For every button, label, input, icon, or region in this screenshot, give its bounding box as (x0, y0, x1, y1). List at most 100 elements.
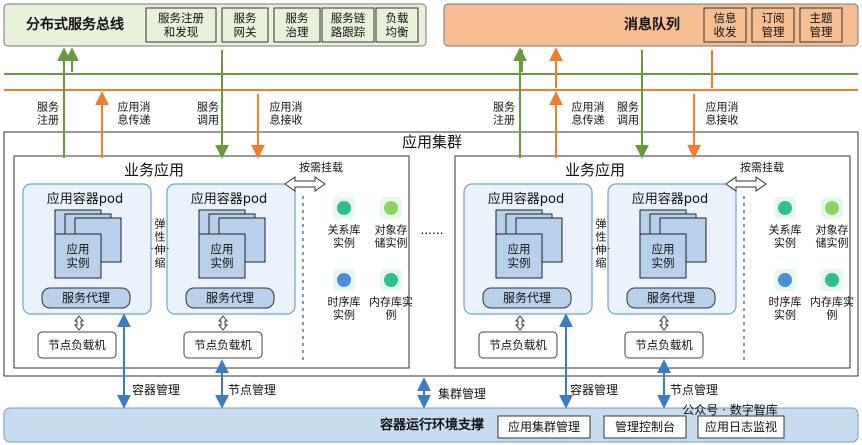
bus-item-label: 负载均衡 (386, 11, 409, 39)
management-label: 节点管理 (228, 382, 276, 397)
mq-item-label: 信息收发 (714, 11, 737, 39)
app-instance-label: 应用实例 (508, 242, 531, 270)
pod-node-arrow (658, 315, 670, 331)
management-label: 容器管理 (132, 382, 180, 397)
timeseries-db-icon (337, 273, 351, 287)
mount-double-arrow (725, 176, 767, 192)
app-instance-box (198, 233, 246, 279)
db-instance-label: 关系库实例 (769, 222, 802, 249)
business-app-title: 业务应用 (124, 161, 184, 179)
service-call-label: 服务调用 (197, 100, 219, 126)
mq-item-label: 主题管理 (810, 11, 833, 39)
node-lb-box (624, 331, 704, 359)
db-instance-label: 对象存储实例 (816, 222, 849, 249)
bus-item-box (321, 7, 375, 43)
app-container-pod-title: 应用容器pod (488, 191, 564, 207)
elastic-scaling-label: 弹性伸缩 (155, 217, 166, 270)
object-storage-icon (825, 201, 839, 215)
support-item-label: 应用日志监视 (705, 419, 777, 434)
app-instance-label: 应用实例 (211, 242, 234, 270)
node-lb-label: 节点负载机 (489, 338, 547, 352)
support-item-box (497, 415, 591, 439)
application-cluster-frame (3, 131, 859, 377)
app-message-receive-label: 应用消息接收 (706, 99, 739, 126)
mq-item-box (751, 7, 795, 43)
app-instance-label: 应用实例 (652, 242, 675, 270)
node-lb-label: 节点负载机 (194, 338, 252, 352)
container-support-title: 容器运行环境支撑 (379, 417, 484, 433)
bus-item-box (273, 7, 321, 43)
memory-db-icon (384, 273, 398, 287)
support-item-box (697, 415, 785, 439)
app-instance-box (54, 233, 102, 279)
service-proxy-label: 服务代理 (647, 290, 695, 305)
bus-item-label: 服务网关 (234, 11, 257, 39)
relational-db-icon (778, 201, 792, 215)
service-bus-title: 分布式服务总线 (26, 16, 124, 33)
on-demand-mount-label: 按需挂载 (740, 160, 784, 174)
elastic-scaling-label: 弹性伸缩 (596, 217, 607, 270)
mq-item-label: 订阅管理 (762, 11, 785, 39)
app-message-receive-label: 应用消息接收 (270, 99, 303, 126)
timeseries-db-icon (778, 273, 792, 287)
application-cluster-title: 应用集群 (402, 133, 462, 151)
app-message-send-label: 应用消息传递 (118, 99, 151, 126)
node-lb-label: 节点负载机 (635, 338, 693, 352)
mq-item-box (799, 7, 843, 43)
pod-node-arrow (514, 315, 526, 331)
scaling-dots: ...... (591, 241, 610, 252)
db-instance-label: 时序库实例 (328, 294, 361, 321)
pod-node-arrow (73, 315, 85, 331)
mount-double-arrow (284, 176, 326, 192)
cluster-dots: ...... (421, 223, 444, 237)
mq-item-box (703, 7, 747, 43)
message-queue-title: 消息队列 (624, 16, 680, 33)
bus-item-box (375, 7, 419, 43)
node-lb-box (37, 331, 117, 359)
bus-item-box (145, 7, 217, 43)
bus-item-label: 服务链路跟踪 (331, 11, 366, 39)
business-app-title: 业务应用 (565, 161, 625, 179)
relational-db-icon (337, 201, 351, 215)
pod-node-arrow (217, 315, 229, 331)
service-proxy-box (41, 287, 131, 309)
bus-item-label: 服务治理 (286, 11, 309, 39)
app-container-pod-title: 应用容器pod (191, 191, 267, 207)
node-lb-box (183, 331, 263, 359)
service-proxy-box (626, 287, 716, 309)
app-message-send-label: 应用消息传递 (572, 99, 605, 126)
app-container-pod-title: 应用容器pod (47, 191, 123, 207)
management-label: 节点管理 (670, 382, 718, 397)
scaling-dots: ...... (150, 241, 169, 252)
service-proxy-label: 服务代理 (503, 290, 551, 305)
app-instance-box (639, 233, 687, 279)
support-item-label: 应用集群管理 (508, 419, 580, 434)
service-register-label: 服务注册 (37, 100, 59, 126)
memory-db-icon (825, 273, 839, 287)
service-register-label: 服务注册 (493, 100, 515, 126)
watermark-text: 公众号 · 数字智库 (682, 402, 777, 417)
service-proxy-box (482, 287, 572, 309)
bus-item-box (221, 7, 269, 43)
app-instance-label: 应用实例 (67, 242, 90, 270)
db-instance-label: 内存库实例 (369, 294, 413, 321)
service-proxy-label: 服务代理 (206, 290, 254, 305)
support-item-label: 管理控制台 (615, 419, 675, 434)
object-storage-icon (384, 201, 398, 215)
cluster-management-label: 集群管理 (438, 386, 486, 401)
app-instance-box (495, 233, 543, 279)
support-item-box (603, 415, 687, 439)
management-label: 容器管理 (570, 382, 618, 397)
db-instance-label: 对象存储实例 (375, 222, 408, 249)
node-lb-box (478, 331, 558, 359)
on-demand-mount-label: 按需挂载 (299, 160, 343, 174)
bus-item-label: 服务注册和发现 (158, 11, 204, 39)
service-proxy-box (185, 287, 275, 309)
db-instance-label: 关系库实例 (328, 222, 361, 249)
db-instance-label: 时序库实例 (769, 294, 802, 321)
service-proxy-label: 服务代理 (62, 290, 110, 305)
app-container-pod-title: 应用容器pod (632, 191, 708, 207)
service-call-label: 服务调用 (617, 100, 639, 126)
